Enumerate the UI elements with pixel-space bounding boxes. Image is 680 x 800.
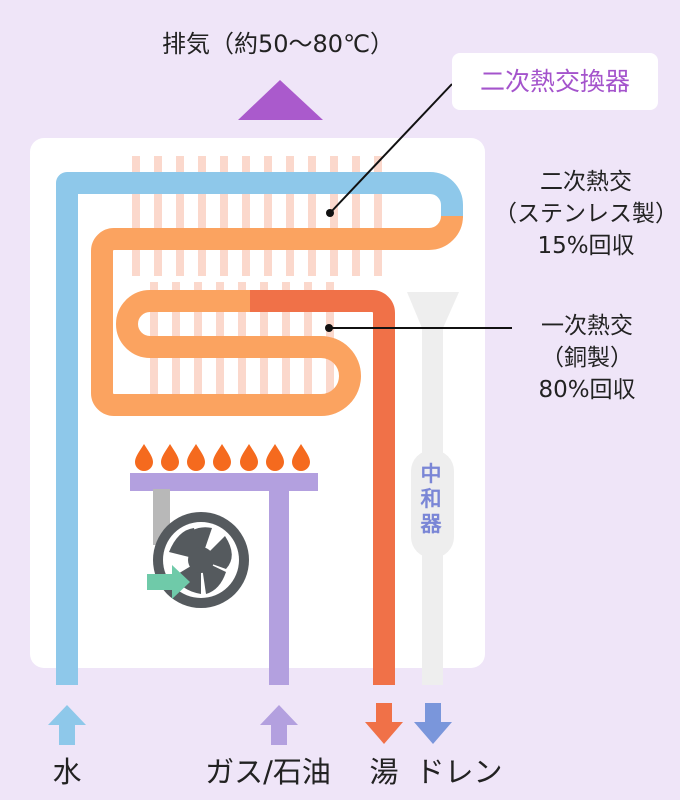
fin	[198, 156, 206, 276]
flame-icon	[135, 444, 153, 471]
callout-leaders	[329, 83, 512, 329]
fin	[308, 156, 316, 276]
gas-pipe	[269, 473, 289, 685]
fin	[352, 156, 360, 276]
leader-dot	[326, 209, 334, 217]
hot-water-pipe	[250, 290, 395, 685]
flame-icon	[161, 444, 179, 471]
flame-icon	[292, 444, 310, 471]
burner-flames	[135, 444, 310, 471]
primary-exchanger-callout: 一次熱交 （銅製） 80%回収	[512, 310, 662, 406]
air-inlet-arrow-icon	[147, 565, 190, 599]
fin	[264, 156, 272, 276]
flame-icon	[187, 444, 205, 471]
fin	[374, 156, 382, 276]
warm-water-coil	[91, 215, 463, 416]
exchanger-tag: 二次熱交換器	[452, 53, 658, 110]
fin	[154, 156, 162, 276]
cold-water-pipe	[56, 172, 463, 685]
primary-name: 一次熱交	[541, 313, 633, 339]
fin	[220, 156, 228, 276]
neutralizer-body	[411, 450, 454, 558]
secondary-exchanger-callout: 二次熱交 （ステンレス製） 15%回収	[492, 166, 680, 262]
exhaust-label: 排気（約50〜80℃）	[161, 30, 395, 58]
gas-burner	[130, 473, 318, 685]
fin	[286, 156, 294, 276]
fin	[132, 156, 140, 276]
fin	[242, 156, 250, 276]
secondary-exchanger-fins	[132, 156, 382, 276]
leader-dot	[325, 324, 333, 332]
fan-hub	[188, 547, 214, 573]
flame-icon	[240, 444, 258, 471]
burner-bar	[130, 473, 318, 491]
exhaust-arrow-icon	[238, 80, 323, 120]
drain-label: ドレン	[415, 755, 503, 789]
flame-icon	[266, 444, 284, 471]
gas-oil-label: ガス/石油	[205, 755, 331, 789]
water-label: 水	[52, 755, 82, 789]
secondary-material: （ステンレス製）	[494, 201, 678, 227]
gas-in-arrow-icon	[260, 705, 298, 745]
neutralizer-label: 中和器	[420, 462, 442, 536]
drain-out-arrow-icon	[414, 703, 452, 744]
secondary-name: 二次熱交	[540, 169, 632, 195]
fan-icon	[153, 512, 249, 608]
hot-water-label: 湯	[369, 755, 399, 789]
primary-material: （銅製）	[541, 345, 633, 371]
water-in-arrow-icon	[48, 705, 86, 745]
primary-recovery: 80%回収	[538, 377, 636, 403]
hot-water-out-arrow-icon	[365, 703, 403, 744]
fin	[330, 156, 338, 276]
fin	[176, 156, 184, 276]
leader-line-secondary	[329, 83, 453, 214]
flame-icon	[213, 444, 231, 471]
secondary-recovery: 15%回収	[537, 233, 635, 259]
